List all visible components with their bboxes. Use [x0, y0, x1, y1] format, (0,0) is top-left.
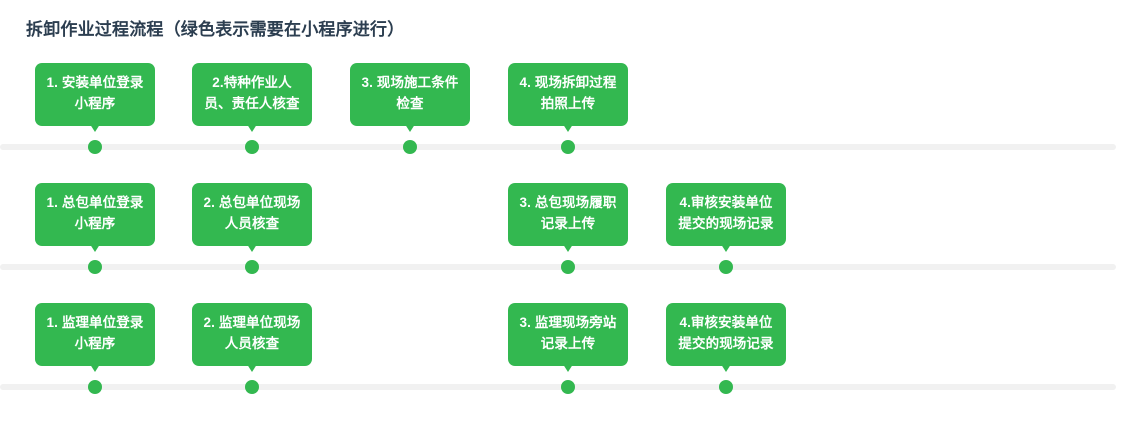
flow-node-dot-icon	[561, 140, 575, 154]
flow-node-label-line2: 检查	[396, 95, 424, 111]
flow-node-dot-icon	[561, 260, 575, 274]
timeline-track	[0, 264, 1116, 270]
flow-node-label-line1: 2.特种作业人	[212, 75, 292, 90]
flow-node-dot-icon	[245, 380, 259, 394]
flow-node-tail-icon	[243, 358, 261, 372]
flow-node-tail-icon	[559, 238, 577, 252]
flow-node-label-line2: 人员核查	[224, 335, 280, 351]
flow-node-label-line2: 员、责任人核查	[204, 95, 300, 111]
flow-node-label-line1: 2. 监理单位现场	[203, 315, 301, 330]
flow-node-card[interactable]: 2. 监理单位现场 人员核查	[192, 303, 312, 366]
flow-node-label-line2: 小程序	[74, 335, 116, 351]
flow-row-installation: 1. 安装单位登录 小程序 2.特种作业人 员、责任人核查 3. 现场施工条件 …	[0, 56, 1140, 176]
flow-node-card[interactable]: 4.审核安装单位 提交的现场记录	[666, 183, 786, 246]
flow-node-label-line1: 1. 安装单位登录	[46, 75, 144, 90]
flow-node-tail-icon	[86, 238, 104, 252]
flow-node-dot-icon	[719, 380, 733, 394]
flow-node-tail-icon	[86, 118, 104, 132]
flow-node-card[interactable]: 3. 现场施工条件 检查	[350, 63, 470, 126]
flow-node-card[interactable]: 3. 总包现场履职 记录上传	[508, 183, 628, 246]
flow-node-card[interactable]: 1. 安装单位登录 小程序	[35, 63, 155, 126]
flow-node-card[interactable]: 2.特种作业人 员、责任人核查	[192, 63, 312, 126]
flow-row-supervision: 1. 监理单位登录 小程序 2. 监理单位现场 人员核查 3. 监理现场旁站 记…	[0, 296, 1140, 416]
flow-node-dot-icon	[88, 380, 102, 394]
flow-node-dot-icon	[88, 260, 102, 274]
flow-node-label-line1: 3. 监理现场旁站	[519, 315, 617, 330]
flow-node-label-line2: 提交的现场记录	[678, 335, 774, 351]
flow-node-label-line2: 人员核查	[224, 215, 280, 231]
flow-node-card[interactable]: 4. 现场拆卸过程 拍照上传	[508, 63, 628, 126]
flow-node-label-line1: 3. 现场施工条件	[361, 75, 459, 90]
flow-node-card[interactable]: 2. 总包单位现场 人员核查	[192, 183, 312, 246]
flow-node-tail-icon	[717, 238, 735, 252]
flow-node-label-line1: 4. 现场拆卸过程	[519, 75, 617, 90]
flow-node-tail-icon	[717, 358, 735, 372]
flow-node-label-line1: 4.审核安装单位	[679, 195, 773, 210]
flow-node-tail-icon	[86, 358, 104, 372]
flow-node-tail-icon	[401, 118, 419, 132]
flow-row-general-contractor: 1. 总包单位登录 小程序 2. 总包单位现场 人员核查 3. 总包现场履职 记…	[0, 176, 1140, 296]
flow-node-card[interactable]: 1. 总包单位登录 小程序	[35, 183, 155, 246]
timeline-track	[0, 384, 1116, 390]
page-title: 拆卸作业过程流程（绿色表示需要在小程序进行）	[26, 20, 405, 39]
flow-node-tail-icon	[559, 358, 577, 372]
flow-node-dot-icon	[88, 140, 102, 154]
flow-node-card[interactable]: 3. 监理现场旁站 记录上传	[508, 303, 628, 366]
flow-node-dot-icon	[245, 140, 259, 154]
flow-node-dot-icon	[245, 260, 259, 274]
flow-node-tail-icon	[243, 238, 261, 252]
flow-node-label-line1: 1. 总包单位登录	[46, 195, 144, 210]
flow-node-label-line1: 3. 总包现场履职	[519, 195, 617, 210]
flow-node-label-line2: 小程序	[74, 95, 116, 111]
flow-node-tail-icon	[559, 118, 577, 132]
flow-node-dot-icon	[403, 140, 417, 154]
flow-node-dot-icon	[719, 260, 733, 274]
flow-node-label-line1: 1. 监理单位登录	[46, 315, 144, 330]
flow-node-label-line2: 记录上传	[540, 335, 596, 351]
flow-node-label-line2: 小程序	[74, 215, 116, 231]
flow-node-label-line2: 拍照上传	[540, 95, 596, 111]
flow-node-card[interactable]: 4.审核安装单位 提交的现场记录	[666, 303, 786, 366]
flow-node-label-line1: 2. 总包单位现场	[203, 195, 301, 210]
flow-node-dot-icon	[561, 380, 575, 394]
flow-node-tail-icon	[243, 118, 261, 132]
flow-node-label-line2: 提交的现场记录	[678, 215, 774, 231]
flow-node-label-line2: 记录上传	[540, 215, 596, 231]
flow-node-label-line1: 4.审核安装单位	[679, 315, 773, 330]
timeline-track	[0, 144, 1116, 150]
flow-node-card[interactable]: 1. 监理单位登录 小程序	[35, 303, 155, 366]
